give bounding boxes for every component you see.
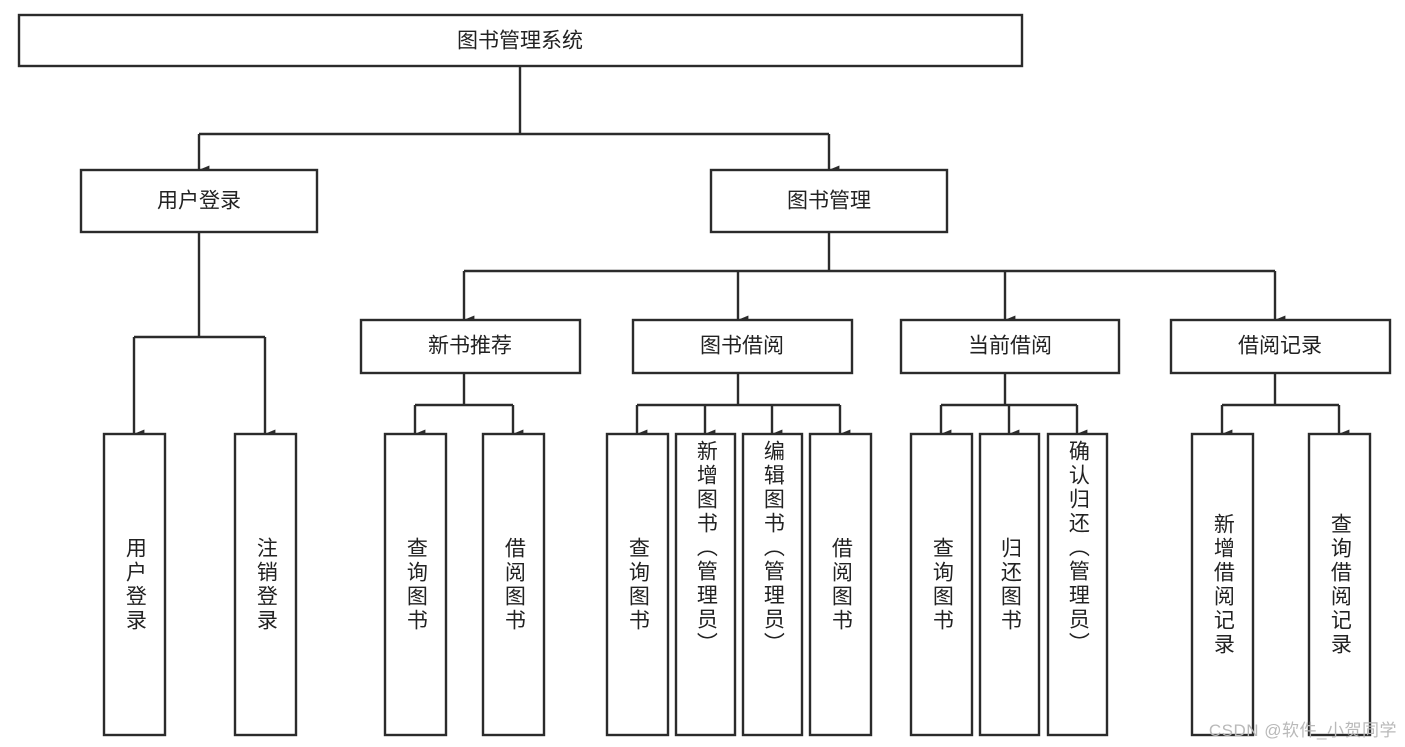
node-leaf-add-book-box[interactable]: [674, 432, 737, 737]
node-borrow-record-label: 借阅记录: [1238, 335, 1322, 358]
connector-group-root: [197, 66, 840, 175]
connector-group-user-login: [132, 232, 276, 439]
node-leaf-query-book-1-box[interactable]: [383, 432, 448, 737]
node-current-borrow-box[interactable]: [899, 318, 1121, 375]
node-leaf-return-book-box[interactable]: [978, 432, 1041, 737]
node-current-borrow-label: 当前借阅: [968, 335, 1052, 358]
watermark: CSDN @软件_小贺同学: [1208, 721, 1397, 740]
node-book-manage-label: 图书管理: [787, 190, 871, 213]
node-leaf-edit-book-box[interactable]: [741, 432, 804, 737]
node-leaf-borrow-book-1-box[interactable]: [481, 432, 546, 737]
node-borrow-record[interactable]: 借阅记录: [1169, 318, 1392, 375]
node-new-book-rec[interactable]: 新书推荐: [359, 318, 582, 375]
connector-group-borrow-record: [1220, 373, 1350, 439]
node-root-label: 图书管理系统: [457, 30, 583, 53]
node-user-login[interactable]: 用户登录: [79, 168, 319, 234]
node-leaf-borrow-book-2-box[interactable]: [808, 432, 873, 737]
node-leaf-query-book-2-box[interactable]: [605, 432, 670, 737]
connector-group-book-manage: [462, 232, 1286, 325]
node-root[interactable]: 图书管理系统: [17, 13, 1024, 68]
node-leaf-query-book-3-box[interactable]: [909, 432, 974, 737]
node-leaf-add-record-box[interactable]: [1190, 432, 1255, 737]
node-leaf-query-record-box[interactable]: [1307, 432, 1372, 737]
node-leaf-user-logout-box[interactable]: [233, 432, 298, 737]
node-book-manage[interactable]: 图书管理: [709, 168, 949, 234]
node-leaf-user-login-box[interactable]: [102, 432, 167, 737]
node-book-borrow[interactable]: 图书借阅: [631, 318, 854, 375]
node-user-login-label: 用户登录: [157, 190, 241, 213]
node-current-borrow[interactable]: 当前借阅: [899, 318, 1121, 375]
connector-group-new-book-rec: [413, 373, 524, 439]
node-new-book-rec-label: 新书推荐: [428, 335, 512, 358]
node-book-borrow-box[interactable]: [631, 318, 854, 375]
node-book-borrow-label: 图书借阅: [700, 335, 784, 358]
node-book-manage-box[interactable]: [709, 168, 949, 234]
node-borrow-record-box[interactable]: [1169, 318, 1392, 375]
node-root-box[interactable]: [17, 13, 1024, 68]
node-user-login-box[interactable]: [79, 168, 319, 234]
node-new-book-rec-box[interactable]: [359, 318, 582, 375]
node-leaf-confirm-return-box[interactable]: [1046, 432, 1109, 737]
connector-group-book-borrow: [635, 373, 851, 439]
connector-group-current-borrow: [939, 373, 1088, 439]
